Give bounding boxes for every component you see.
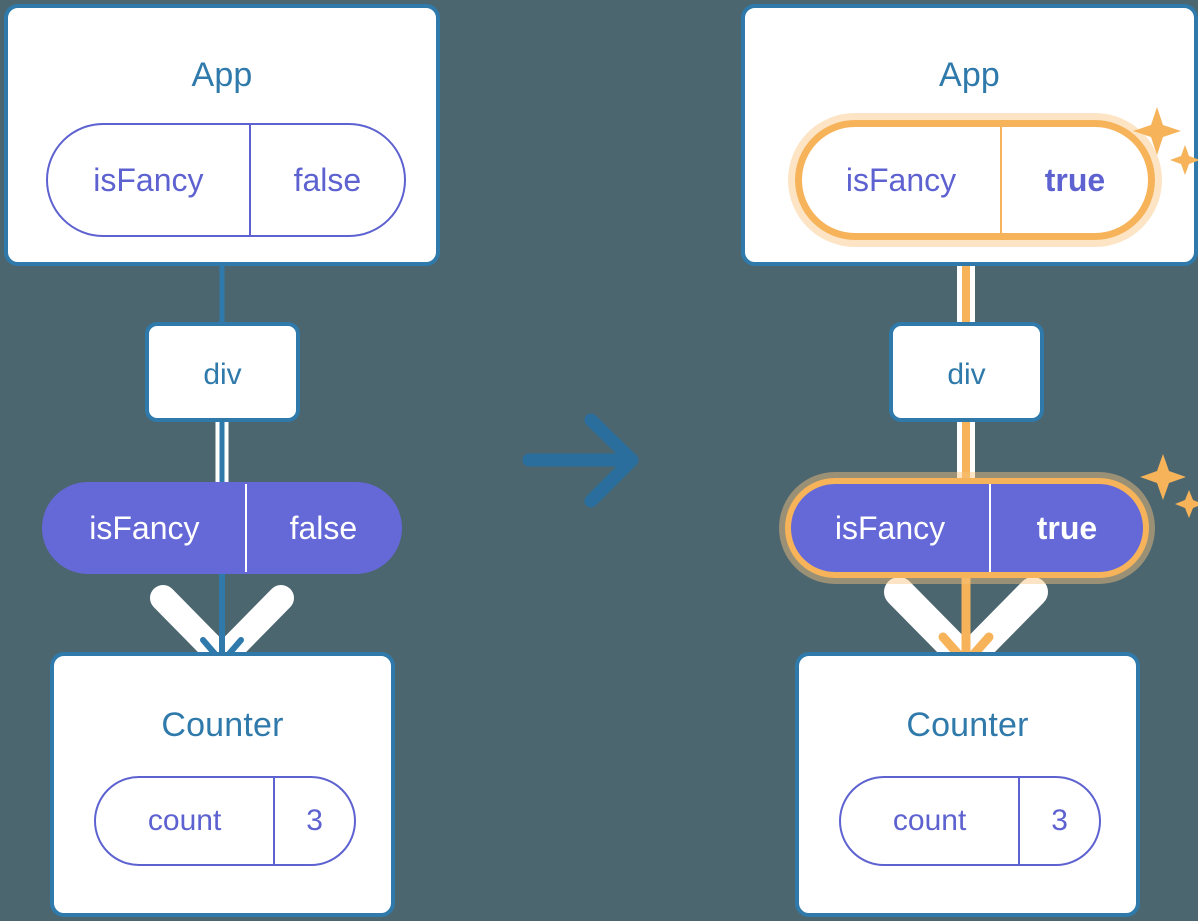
- panel-before: App isFancy false div isFancy false Coun…: [4, 4, 440, 917]
- pill-key: isFancy: [791, 484, 991, 572]
- pill-value: false: [289, 509, 358, 546]
- props-pill-isfancy-after: isFancy true: [785, 478, 1149, 578]
- state-pill-isfancy-app-after: isFancy true: [795, 120, 1155, 240]
- node-counter-title: Counter: [906, 706, 1029, 744]
- node-app-title: App: [938, 56, 1001, 94]
- pill-value: true: [1036, 509, 1098, 546]
- node-counter-before: Counter count 3: [50, 652, 395, 917]
- panel-after: App isFancy true div isFancy true Coun: [599, 0, 1198, 921]
- transition-arrow-right-icon: [522, 413, 639, 508]
- node-div-before: div: [145, 322, 300, 422]
- pill-value: 3: [306, 804, 323, 837]
- pill-key: isFancy: [44, 484, 247, 572]
- pill-value: false: [293, 161, 362, 198]
- state-pill-count-after: count 3: [839, 776, 1101, 866]
- pill-key: isFancy: [802, 127, 1002, 233]
- node-div-after: div: [889, 322, 1044, 422]
- node-counter-after: Counter count 3: [795, 652, 1140, 917]
- pill-key: count: [96, 778, 276, 864]
- node-counter-title: Counter: [161, 706, 284, 744]
- pill-value: 3: [1051, 804, 1068, 837]
- node-div-title: div: [947, 358, 986, 391]
- pill-key: count: [841, 778, 1021, 864]
- pill-key: isFancy: [48, 125, 251, 235]
- pill-value: true: [1044, 161, 1106, 198]
- node-app-title: App: [191, 56, 253, 94]
- props-pill-isfancy-before: isFancy false: [42, 482, 402, 574]
- node-app-after: App isFancy true: [741, 4, 1198, 266]
- state-pill-isfancy-app-before: isFancy false: [46, 123, 406, 237]
- node-app-before: App isFancy false: [4, 4, 440, 266]
- node-div-title: div: [203, 358, 242, 391]
- state-pill-count-before: count 3: [94, 776, 356, 866]
